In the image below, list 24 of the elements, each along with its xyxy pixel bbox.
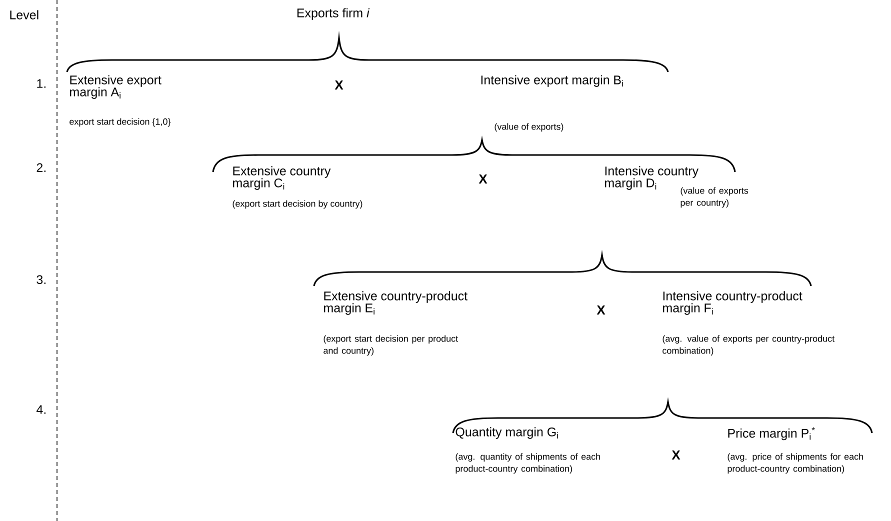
margin-label: Extensive country-product margin E$_{i}$ (324, 291, 468, 315)
description-text: (value of exports) (494, 123, 564, 132)
level-number: 1. (37, 79, 46, 88)
multiplication-sign: X (478, 174, 488, 184)
margin-label: Extensive country margin C$_{i}$ (233, 166, 331, 190)
level-number: 2. (36, 163, 46, 172)
level-number: 3. (36, 275, 46, 284)
multiplication-sign: X (672, 450, 680, 460)
margin-label: Intensive export margin B$_{i}$ (481, 75, 623, 87)
margin-label: Extensive export margin A$_{i}$ (70, 75, 162, 99)
level-number: 4. (36, 405, 46, 414)
description-text: (avg. price of shipments for each product-country combination) (728, 453, 863, 474)
margin-label: Intensive country-product margin F$_{i}$ (663, 291, 802, 315)
description-text: (export start decision by country) (232, 200, 362, 209)
margin-label: Quantity margin G$_{i}$ (456, 427, 558, 439)
description-text: (avg. value of exports per country-product combination) (662, 335, 835, 356)
description-text: (avg. quantity of shipments of each product-country combination) (456, 453, 600, 474)
multiplication-sign: X (596, 306, 606, 314)
margin-label: Price margin P$_{i}$* (728, 427, 815, 440)
multiplication-sign: X (334, 80, 344, 90)
heading: Exports firm i (297, 8, 370, 20)
level-heading: Level (10, 10, 38, 20)
description-text: export start decision {1,0} (70, 118, 171, 127)
description-text: (export start decision per product and country) (324, 335, 458, 356)
